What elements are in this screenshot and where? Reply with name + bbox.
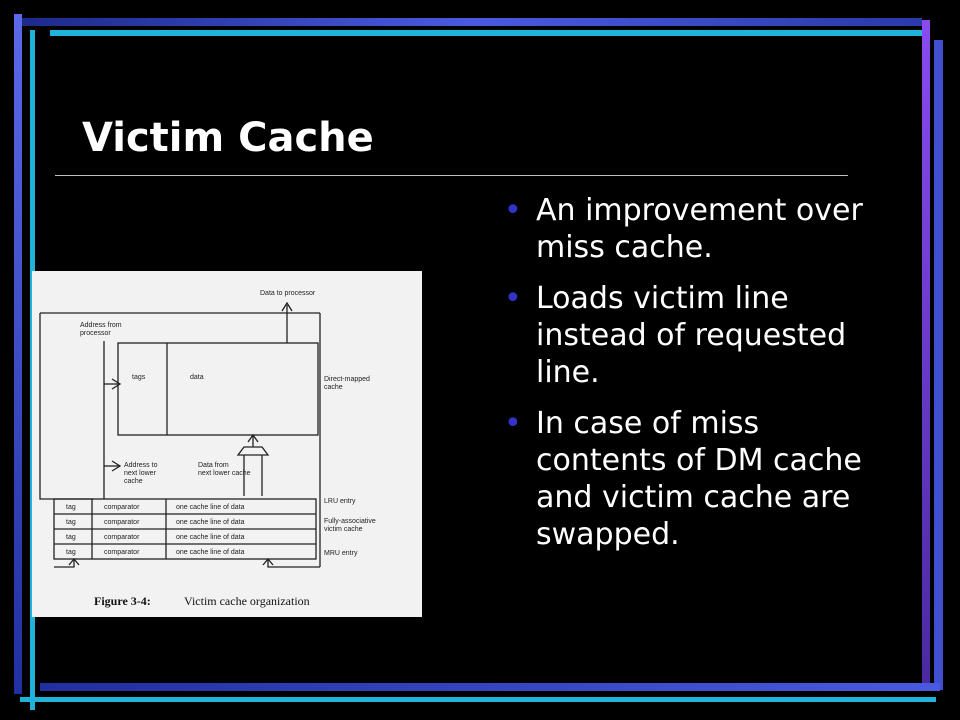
frame-bottom-cyan (20, 697, 936, 702)
table-row: tag comparator one cache line of data (66, 519, 245, 526)
row-line: one cache line of data (176, 504, 245, 511)
table-row: tag comparator one cache line of data (66, 534, 245, 541)
label-data-to-processor: Data to processor (260, 290, 316, 297)
bullet-text: Loads victim line instead of requested l… (536, 281, 847, 390)
row-tag: tag (66, 519, 76, 526)
bullet-text: An improvement over miss cache. (536, 193, 863, 265)
bullet-list: • An improvement over miss cache. • Loads … (504, 192, 884, 567)
label-address-next-1: Address to (124, 462, 158, 469)
row-tag: tag (66, 549, 76, 556)
wire-bottom-left (54, 559, 75, 568)
label-address-next-3: cache (124, 478, 143, 485)
frame-right-purple (922, 20, 930, 685)
label-tags: tags (132, 374, 146, 381)
label-fully-assoc-2: victim cache (324, 526, 363, 533)
table-row: tag comparator one cache line of data (66, 504, 245, 511)
direct-mapped-cache-box (117, 342, 319, 436)
label-data-from-2: next lower cache (198, 470, 251, 477)
title-divider (55, 175, 848, 176)
mux-shape (236, 446, 270, 456)
label-address-from-1: Address from (80, 322, 122, 329)
row-line: one cache line of data (176, 549, 245, 556)
arrow-head-icon (111, 378, 122, 390)
row-comparator: comparator (104, 534, 140, 541)
arrow-head-icon (262, 557, 274, 566)
frame-right-blue (934, 40, 943, 690)
wire-address (39, 313, 94, 500)
label-address-from-2: processor (80, 330, 111, 337)
bullet-dot-icon: • (504, 193, 522, 228)
frame-top-blue (22, 18, 922, 26)
frame-left-blue (14, 14, 22, 694)
figure-caption-prefix: Figure 3-4: (94, 594, 151, 608)
label-fully-assoc-1: Fully-associative (324, 518, 376, 525)
label-address-next-2: next lower (124, 470, 157, 477)
bullet-item: • In case of miss contents of DM cache an… (504, 405, 884, 553)
row-comparator: comparator (104, 549, 140, 556)
victim-cache-diagram: Data to processor Address from processor… (32, 271, 422, 617)
label-direct-mapped-1: Direct-mapped (324, 376, 370, 383)
row-tag: tag (66, 534, 76, 541)
label-data-from-1: Data from (198, 462, 229, 469)
slide-title: Victim Cache (82, 115, 374, 161)
figure-caption-text: Victim cache organization (184, 594, 310, 608)
frame-top-cyan (50, 30, 930, 36)
bullet-item: • An improvement over miss cache. (504, 192, 884, 266)
table-row: tag comparator one cache line of data (66, 549, 245, 556)
row-comparator: comparator (104, 504, 140, 511)
row-line: one cache line of data (176, 519, 245, 526)
label-direct-mapped-2: cache (324, 384, 343, 391)
bullet-dot-icon: • (504, 406, 522, 441)
arrow-head-icon (247, 433, 259, 443)
bullet-item: • Loads victim line instead of requested … (504, 280, 884, 391)
bullet-dot-icon: • (504, 281, 522, 316)
label-lru-entry: LRU entry (324, 498, 356, 505)
row-comparator: comparator (104, 519, 140, 526)
arrow-head-icon (68, 557, 80, 566)
row-line: one cache line of data (176, 534, 245, 541)
bullet-text: In case of miss contents of DM cache and… (536, 406, 862, 552)
wire-bottom-right (267, 559, 288, 568)
label-data: data (190, 374, 204, 381)
label-mru-entry: MRU entry (324, 550, 358, 557)
arrow-head-icon (281, 301, 293, 312)
frame-bottom-blue (40, 683, 940, 691)
row-tag: tag (66, 504, 76, 511)
